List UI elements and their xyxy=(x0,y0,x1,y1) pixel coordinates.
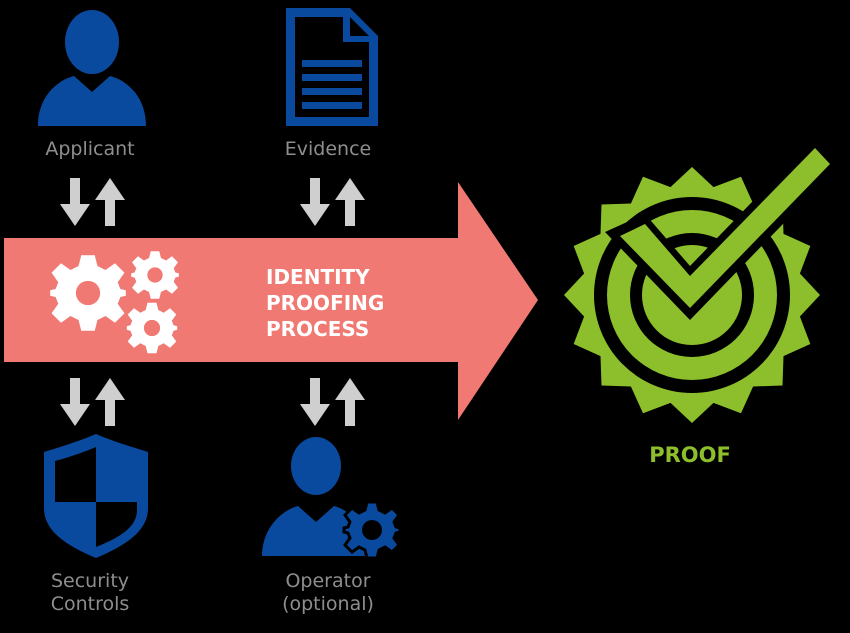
operator-label-line-1: Operator xyxy=(285,570,371,592)
proof-checkmark-badge-icon xyxy=(564,140,840,423)
applicant-person-icon xyxy=(38,10,146,126)
process-title-line-3: PROCESS xyxy=(266,317,370,341)
proof-label: PROOF xyxy=(649,443,731,467)
process-arrow xyxy=(4,182,538,420)
security-label-line-1: Security xyxy=(50,570,130,592)
applicant-label-text: Applicant xyxy=(45,138,135,160)
evidence-document-icon xyxy=(286,8,378,126)
process-title-line-1: IDENTITY xyxy=(266,265,370,289)
process-title-line-2: PROOFING xyxy=(266,291,385,315)
security-controls-label: Security Controls xyxy=(10,570,170,616)
evidence-label: Evidence xyxy=(258,138,398,161)
applicant-label: Applicant xyxy=(20,138,160,161)
process-title: IDENTITY PROOFING PROCESS xyxy=(266,264,384,342)
evidence-label-text: Evidence xyxy=(284,138,372,160)
exchange-arrows-operator xyxy=(300,378,365,426)
exchange-arrows-security xyxy=(60,378,125,426)
security-label-line-2: Controls xyxy=(50,593,130,615)
exchange-arrows-applicant xyxy=(60,178,125,226)
gears-icon xyxy=(50,251,179,354)
operator-label: Operator (optional) xyxy=(248,570,408,616)
operator-person-gear-icon xyxy=(262,437,402,560)
operator-label-line-2: (optional) xyxy=(282,593,374,615)
security-shield-icon xyxy=(44,434,148,558)
exchange-arrows-evidence xyxy=(300,178,365,226)
